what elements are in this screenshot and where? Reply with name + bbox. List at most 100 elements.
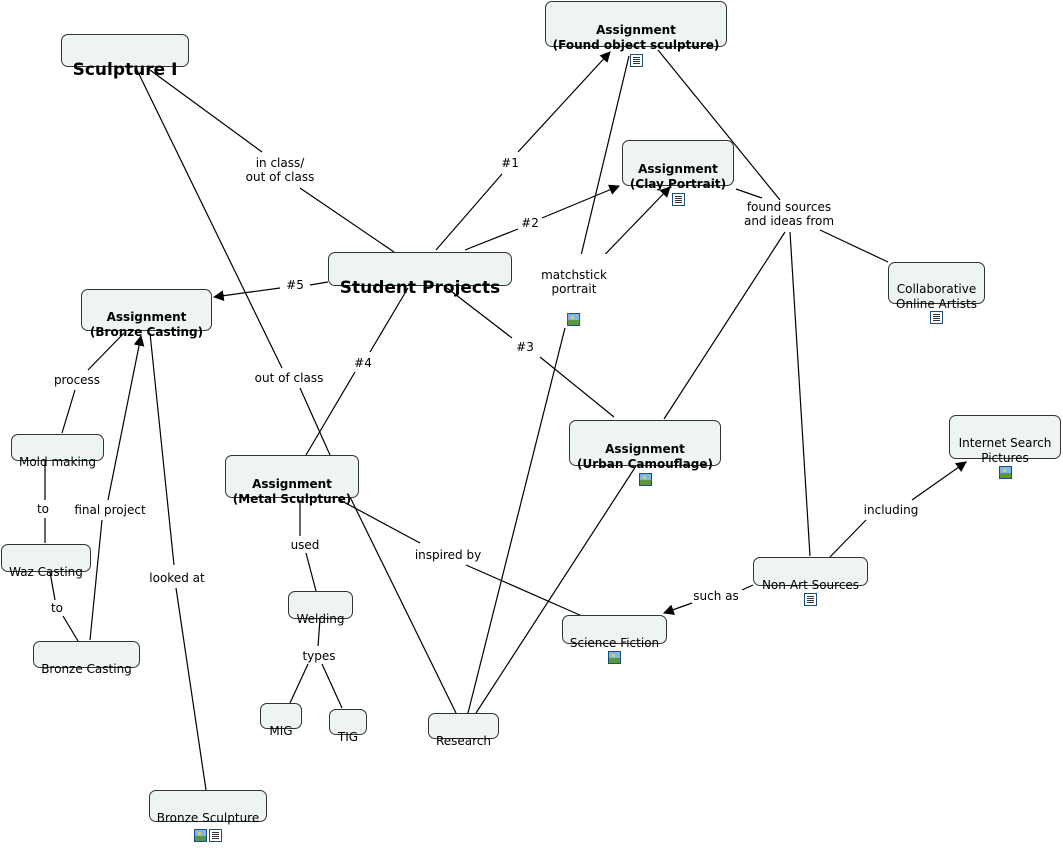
line-matchstick-research [467, 315, 569, 714]
line-bronzecasting-final [89, 519, 103, 641]
image-icon[interactable] [998, 466, 1012, 479]
line-projects-n1 [435, 173, 503, 251]
node-label: Mold making [18, 455, 96, 469]
line-welding-types [317, 618, 321, 647]
document-icon[interactable] [671, 193, 685, 206]
node-mold-making[interactable]: Mold making [11, 434, 104, 469]
arrow-suchas-scifi [662, 602, 693, 615]
line-found-sources [657, 49, 781, 201]
node-welding[interactable]: Welding [288, 591, 353, 626]
image-icon[interactable] [567, 313, 581, 326]
link-label-inspired-by: inspired by [413, 548, 483, 562]
line-sources-collab [819, 229, 889, 263]
node-icons [570, 458, 720, 486]
line-projects-n5 [309, 281, 329, 286]
link-label-looked-at: looked at [148, 571, 206, 585]
line-projects-n4 [369, 287, 409, 353]
line-bronze-process [87, 332, 125, 371]
link-label-used: used [289, 538, 321, 552]
arrow-n1-found [517, 51, 611, 153]
node-student-projects[interactable]: Student Projects [328, 252, 512, 298]
arrow-n5-bronze [212, 287, 281, 302]
node-label: Assignment (Urban Camouflage) [577, 442, 713, 471]
node-icons [546, 39, 726, 67]
line-bronze-lookedat [149, 332, 175, 566]
node-assignment-metal-sculpture[interactable]: Assignment (Metal Sculpture) [225, 455, 359, 506]
document-icon[interactable] [629, 54, 643, 67]
node-collaborative-online-artists[interactable]: Collaborative Online Artists [888, 262, 985, 324]
line-sources-urban [663, 231, 786, 420]
node-label: Bronze Casting [41, 662, 132, 676]
line-inclass-projects [299, 187, 395, 253]
node-label: Student Projects [339, 278, 501, 298]
link-label-found-sources: found sources and ideas from [742, 200, 836, 228]
link-label-n3: #3 [515, 340, 535, 354]
node-label: Assignment (Found object sculpture) [552, 23, 720, 52]
image-icon[interactable] [194, 829, 207, 842]
document-icon[interactable] [804, 593, 817, 606]
node-tig[interactable]: TIG [329, 709, 367, 744]
arrow-including-internet [911, 461, 967, 501]
link-label-final-project: final project [73, 503, 147, 517]
line-n3-urban [539, 356, 615, 418]
node-non-art-sources[interactable]: Non-Art Sources [753, 557, 868, 606]
link-label-to-1: to [35, 502, 51, 516]
node-label: Bronze Sculpture [156, 811, 260, 825]
node-label: Sculpture I [72, 60, 178, 80]
node-icons [950, 451, 1060, 479]
line-clay-sources [735, 188, 763, 199]
node-label: Collaborative Online Artists [896, 282, 977, 311]
node-waz-casting[interactable]: Waz Casting [1, 544, 91, 579]
node-label: Research [435, 734, 492, 748]
node-bronze-sculpture[interactable]: Bronze Sculpture [149, 790, 267, 842]
line-nonart-suchas [741, 584, 754, 591]
arrow-n2-clay [541, 184, 620, 219]
image-icon[interactable] [608, 651, 621, 664]
node-label: Internet Search Pictures [958, 436, 1052, 465]
line-outclass-metal [299, 387, 331, 456]
node-icons [563, 636, 666, 664]
node-label: MIG [269, 724, 293, 738]
link-label-including: including [862, 503, 920, 517]
line-metal-research [349, 496, 457, 714]
line-to2-bronzecasting [62, 615, 79, 642]
document-icon[interactable] [930, 311, 943, 324]
node-assignment-urban-camouflage[interactable]: Assignment (Urban Camouflage) [569, 420, 721, 486]
line-waz-to2 [49, 571, 56, 601]
node-internet-search-pictures[interactable]: Internet Search Pictures [949, 415, 1061, 479]
node-label: Welding [296, 612, 345, 626]
line-found-matchstick [577, 55, 630, 269]
node-label: Non-Art Sources [761, 578, 860, 592]
node-icons [150, 814, 266, 842]
line-types-tig [321, 663, 343, 709]
line-used-welding [305, 552, 317, 592]
link-label-in-class: in class/ out of class [244, 156, 316, 184]
link-label-text: matchstick portrait [541, 268, 607, 296]
node-assignment-clay-portrait[interactable]: Assignment (Clay Portrait) [622, 140, 734, 206]
node-icons [754, 578, 867, 606]
line-types-mig [289, 663, 309, 704]
line-process-mold [61, 389, 76, 434]
node-sculpture-1[interactable]: Sculpture I [61, 34, 189, 80]
document-icon[interactable] [209, 829, 222, 842]
line-nonart-including [829, 519, 867, 558]
line-projects-n2 [464, 228, 519, 251]
node-assignment-bronze-casting[interactable]: Assignment (Bronze Casting) [81, 289, 212, 339]
node-research[interactable]: Research [428, 713, 499, 748]
link-label-to-2: to [49, 601, 65, 615]
line-urban-research [475, 465, 637, 714]
node-bronze-casting[interactable]: Bronze Casting [33, 641, 140, 676]
line-lookedat-sculpture [175, 587, 207, 791]
node-icons [889, 296, 984, 324]
node-science-fiction[interactable]: Science Fiction [562, 615, 667, 664]
node-assignment-found-object[interactable]: Assignment (Found object sculpture) [545, 1, 727, 67]
line-metal-inspired [339, 499, 421, 544]
line-n4-metal [305, 371, 356, 456]
node-label: TIG [337, 730, 359, 744]
link-label-types: types [301, 649, 337, 663]
line-sources-nonart [789, 231, 811, 557]
line-projects-n3 [446, 287, 513, 339]
node-mig[interactable]: MIG [260, 703, 302, 738]
image-icon[interactable] [638, 473, 652, 486]
node-label: Waz Casting [9, 565, 83, 579]
